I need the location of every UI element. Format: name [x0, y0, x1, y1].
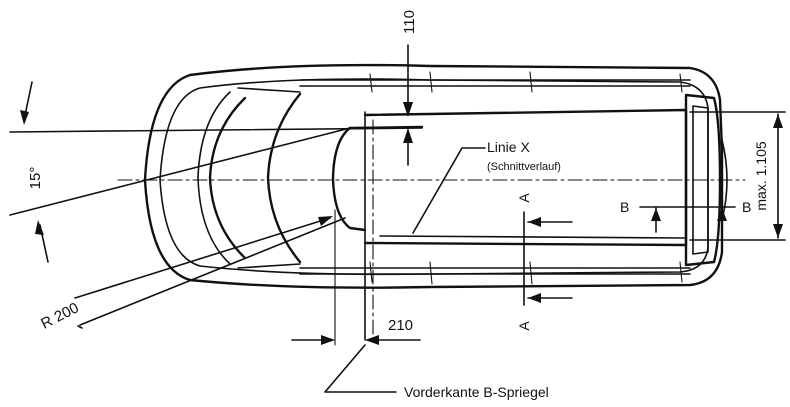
radius-callout: R 200: [38, 216, 346, 333]
vorderkante-callout: Vorderkante B-Spriegel: [324, 344, 549, 400]
linie-x-leader: [412, 147, 486, 234]
tick-mark: [77, 325, 83, 329]
radius-arrowhead-1: [318, 216, 333, 226]
dim-210-label: 210: [388, 317, 413, 334]
section-b-marker: B B: [620, 199, 751, 233]
section-b-label-right: B: [742, 199, 751, 215]
linie-x-callout: Linie X (Schnittverlauf): [412, 139, 561, 234]
roof-rail-bottom-2: [369, 261, 683, 285]
angle-label: 15°: [27, 167, 44, 190]
dim-1105-arrowhead-top: [773, 114, 783, 128]
dim-210-arrowhead-left: [321, 335, 335, 345]
section-b-arrowhead-right: [717, 208, 727, 221]
angle-arrowhead-top: [20, 110, 29, 125]
linie-x-label: Linie X: [487, 139, 530, 155]
windshield-inner: [208, 96, 247, 260]
cab-roof: [266, 92, 302, 264]
angle-annotation: 15°: [9, 81, 423, 263]
rear-window-inner: [692, 105, 709, 255]
windshield: [197, 91, 231, 265]
dim-1105-arrowhead-bottom: [773, 224, 783, 238]
angle-horizontal-line: [9, 127, 423, 133]
radius-label: R 200: [38, 299, 81, 332]
radius-leader-1: [74, 217, 331, 299]
vorderkante-label: Vorderkante B-Spriegel: [404, 384, 549, 400]
dim-110-label: 110: [401, 10, 418, 34]
angle-arrowhead-bottom: [35, 220, 44, 235]
dimension-max-1105: max. 1.105: [689, 111, 786, 241]
schnittverlauf-label: (Schnittverlauf): [487, 161, 561, 173]
windshield-frame: [237, 87, 301, 269]
vorderkante-leader: [324, 344, 397, 393]
section-b-arrowhead-left: [651, 208, 661, 221]
section-a-arrowhead-top: [528, 217, 541, 227]
section-b-label-left: B: [620, 199, 629, 215]
body-outer-outline: [143, 63, 724, 289]
dim-210-arrowhead-right: [365, 335, 379, 345]
cargo-inner-line: [379, 235, 687, 239]
dim-110-arrowhead-upper: [403, 102, 413, 117]
roof-rail-top-1: [299, 79, 691, 87]
dim-1105-label: max. 1.105: [753, 141, 769, 210]
section-a-marker: A A: [516, 193, 573, 331]
construction-lines: [117, 111, 746, 346]
radius-leader-2: [79, 217, 346, 326]
vehicle-body: [143, 63, 728, 289]
section-a-arrowhead-bottom: [528, 293, 541, 303]
roof-rail-top-2: [369, 71, 683, 93]
dimension-210: 210: [291, 317, 421, 345]
section-a-label-top: A: [516, 193, 532, 203]
dim-110-arrowhead-lower: [403, 128, 413, 143]
angle-oblique-line: [9, 127, 351, 216]
section-a-label-bottom: A: [516, 321, 532, 331]
cargo-area-outline: [363, 108, 688, 247]
dimension-110: 110: [401, 10, 418, 166]
